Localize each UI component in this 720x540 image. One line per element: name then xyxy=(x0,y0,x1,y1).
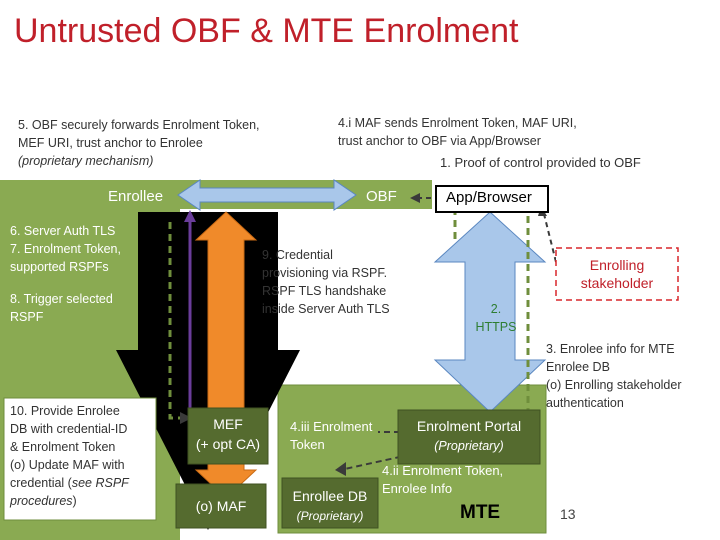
step3-line2: Enrolee DB xyxy=(546,360,610,374)
step4ii-line2: Enrolee Info xyxy=(382,481,453,496)
step6-7-note: 6. Server Auth TLS 7. Enrolment Token, s… xyxy=(10,222,121,276)
step3-line3: (o) Enrolling stakeholder xyxy=(546,378,682,392)
enrolment-portal-box xyxy=(397,409,541,465)
mte-label: MTE xyxy=(460,502,501,523)
page-number: 13 xyxy=(560,506,576,522)
step4ii-line1: 4.ii Enrolment Token, xyxy=(382,463,504,478)
step5-note: 5. OBF securely forwards Enrolment Token… xyxy=(18,116,260,170)
step1-note: 1. Proof of control provided to OBF xyxy=(440,155,641,170)
maf-label: (o) MAF xyxy=(195,498,247,514)
step4i-note: 4.i MAF sends Enrolment Token, MAF URI, … xyxy=(338,114,577,150)
mef-box xyxy=(187,407,269,465)
step10-line3: & Enrolment Token xyxy=(10,440,116,454)
step10-line4: (o) Update MAF with xyxy=(10,458,125,472)
obf-enrollee-arrow xyxy=(177,179,357,211)
step3-line4: authentication xyxy=(546,396,624,410)
dashed-arrowhead-4i xyxy=(410,193,420,203)
step7-line2: supported RSPFs xyxy=(10,260,109,274)
step10-line5-italic: see RSPF xyxy=(71,476,129,490)
step5-line3: (proprietary mechanism) xyxy=(18,154,154,168)
enrolment-portal-sub: (Proprietary) xyxy=(434,439,504,453)
mef-line2: (+ opt CA) xyxy=(195,436,261,452)
dashed-arrowhead-4ii xyxy=(335,462,346,476)
mef-line1: MEF xyxy=(213,416,243,432)
app-browser-box xyxy=(435,185,549,213)
step9-line2: provisioning via RSPF. xyxy=(262,266,388,280)
dashed-arrowhead-step10 xyxy=(180,412,192,424)
step10-line6-italic: procedures xyxy=(10,494,73,508)
step10-text: 10. Provide Enrolee DB with credential-I… xyxy=(10,402,129,510)
step9-line4: inside Server Auth TLS xyxy=(262,302,390,316)
stakeholder-line2: stakeholder xyxy=(580,275,654,291)
step4iii-line1: 4.iii Enrolment xyxy=(290,419,373,434)
step4i-line2: trust anchor to OBF via App/Browser xyxy=(338,134,541,148)
step4i-line1: 4.i MAF sends Enrolment Token, MAF URI, xyxy=(338,116,577,130)
step10-line5-prefix: credential ( xyxy=(10,476,72,490)
enrollee-bar xyxy=(0,180,180,209)
step7-line1: 7. Enrolment Token, xyxy=(10,242,121,256)
step10-line6: procedures) xyxy=(10,492,129,510)
dashed-arrow-4ii xyxy=(339,445,451,471)
step10-box xyxy=(3,397,157,521)
step5-line2: MEF URI, trust anchor to Enrolee xyxy=(18,136,203,150)
enrolment-portal-label: Enrolment Portal (Proprietary) xyxy=(398,416,540,456)
maf-box xyxy=(175,483,267,529)
step9-line3: RSPF TLS handshake xyxy=(262,284,387,298)
enrollee-db-label: Enrollee DB (Proprietary) xyxy=(282,486,378,526)
step10-line6-suffix: ) xyxy=(72,494,77,508)
stakeholder-line1: Enrolling xyxy=(589,257,645,273)
slide-title: Untrusted OBF & MTE Enrolment xyxy=(14,12,519,50)
enrollee-db-title: Enrollee DB xyxy=(292,488,368,504)
step4iii-line2: Token xyxy=(290,437,325,452)
step4ii-note: 4.ii Enrolment Token, Enrolee Info xyxy=(382,462,503,498)
step3-line1: 3. Enrolee info for MTE xyxy=(546,342,675,356)
app-browser-label: App/Browser xyxy=(446,189,532,206)
step3-note: 3. Enrolee info for MTE Enrolee DB (o) E… xyxy=(546,340,682,412)
step2-line2: HTTPS xyxy=(475,320,517,334)
enrollee-label: Enrollee xyxy=(108,188,164,205)
step8-note: 8. Trigger selected RSPF xyxy=(10,290,113,326)
enrolment-portal-title: Enrolment Portal xyxy=(416,418,522,434)
dashed-arrow-1 xyxy=(543,213,557,263)
enrollee-db-box xyxy=(281,477,379,529)
step6-line1: 6. Server Auth TLS xyxy=(10,224,116,238)
obf-label: OBF xyxy=(366,188,397,205)
step9-line1: 9. Credential xyxy=(262,248,333,262)
step10-line1: 10. Provide Enrolee xyxy=(10,404,120,418)
step8-line1: 8. Trigger selected xyxy=(10,292,113,306)
step2-line1: 2. xyxy=(490,302,502,316)
step10-line2: DB with credential-ID xyxy=(10,422,128,436)
purple-arrowhead xyxy=(184,210,196,222)
step10-line5: credential (see RSPF xyxy=(10,474,129,492)
step5-line1: 5. OBF securely forwards Enrolment Token… xyxy=(18,118,260,132)
step9-note: 9. Credential provisioning via RSPF. RSP… xyxy=(262,246,390,318)
step4iii-note: 4.iii Enrolment Token xyxy=(290,418,372,454)
step2-note: 2. HTTPS xyxy=(474,300,518,336)
enrolling-stakeholder-label: Enrolling stakeholder xyxy=(556,256,678,292)
mef-label: MEF (+ opt CA) xyxy=(188,414,268,454)
enrollee-db-sub: (Proprietary) xyxy=(296,509,364,523)
enrolling-stakeholder-box xyxy=(555,247,679,301)
step8-line2: RSPF xyxy=(10,310,44,324)
